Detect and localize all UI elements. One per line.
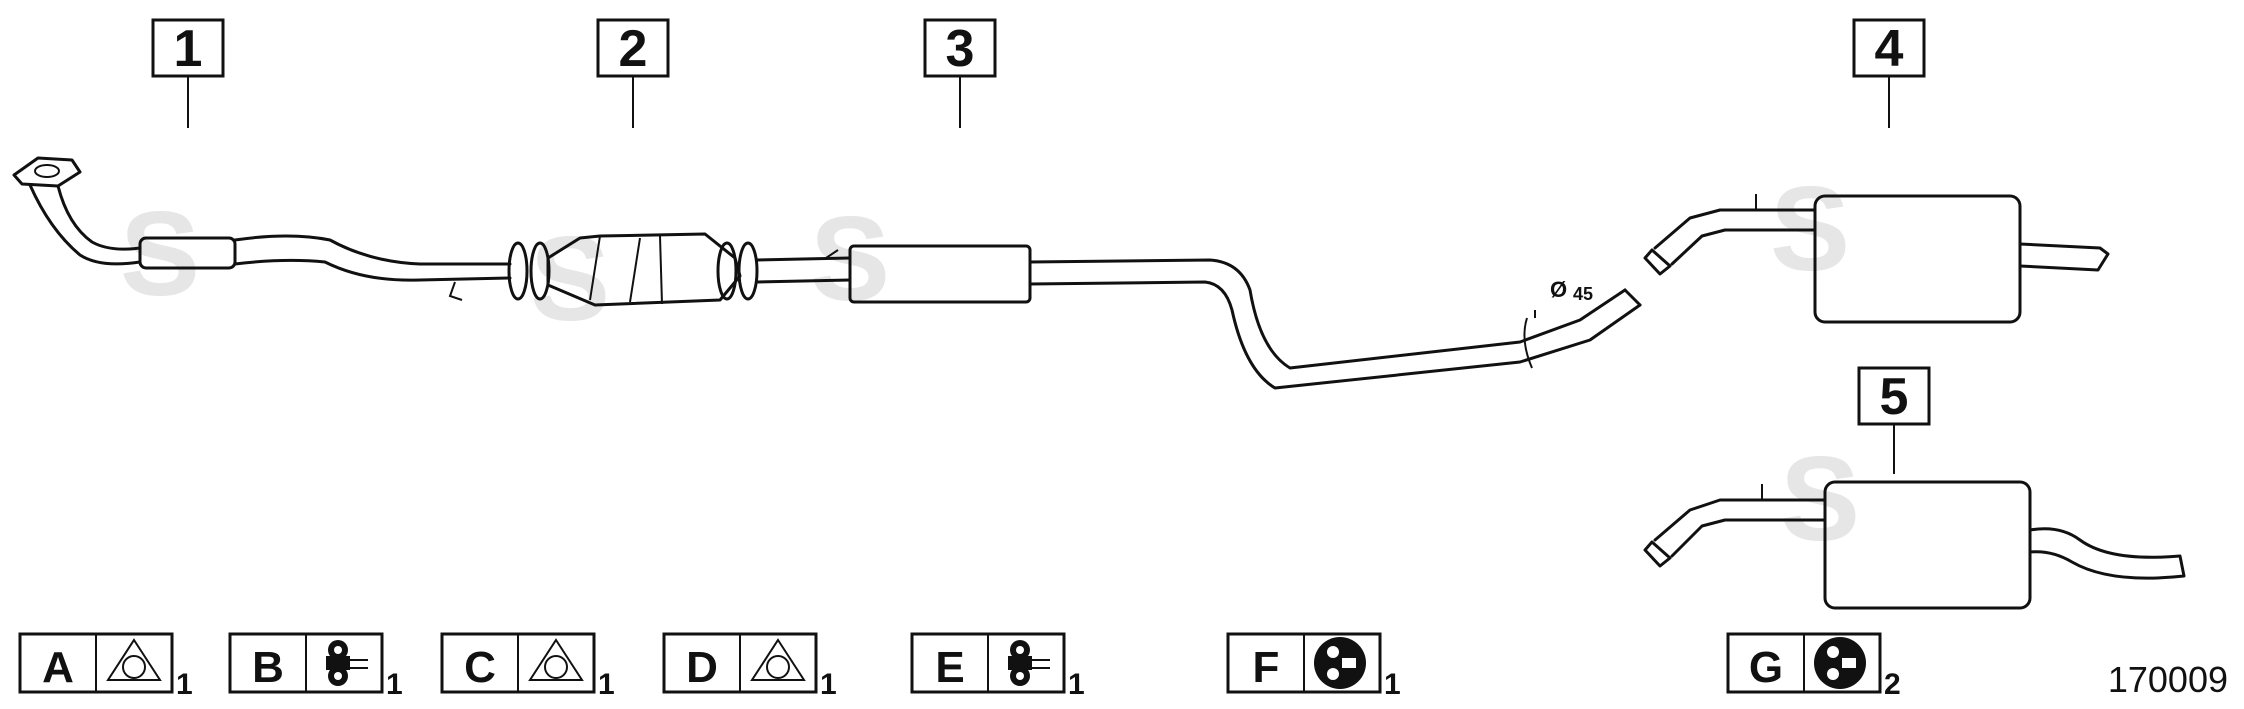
callout-box: [151, 18, 225, 78]
hanger-pin: [448, 281, 463, 301]
diameter-value: 45: [1573, 284, 1593, 304]
rubber-mount-icon: [1814, 637, 1866, 689]
flange-gasket-icon: [528, 638, 584, 681]
part-number: 4: [1875, 20, 1904, 78]
callout-box: [1852, 18, 1926, 78]
pipe-flange: [716, 241, 738, 301]
down-pipe: [56, 184, 142, 251]
tailpipe: [2018, 242, 2110, 272]
fitting-G: G 2: [1726, 632, 1901, 701]
pipe-end: [1643, 248, 1672, 276]
fitting-qty: 1: [1068, 668, 1085, 701]
fitting-letter: D: [686, 643, 718, 692]
rear-muffler-variant: [1643, 480, 2186, 610]
front-pipe: [12, 156, 529, 301]
pipe-section: [233, 234, 512, 266]
center-pipe: Ø 45: [737, 241, 1642, 390]
fitting-qty: 2: [1884, 668, 1901, 701]
callout-1: 1: [151, 18, 225, 128]
pipe-end: [1643, 540, 1672, 568]
part-number: 1: [174, 20, 203, 78]
diagram-number: 170009: [2108, 659, 2228, 700]
catalytic-converter: [529, 232, 742, 307]
rubber-hanger-icon: [1008, 640, 1050, 686]
fitting-letter: G: [1749, 643, 1783, 692]
inlet-pipe: [1670, 228, 1817, 266]
watermark: S: [530, 212, 610, 346]
pipe-flange: [737, 241, 759, 301]
fitting-qty: 1: [176, 668, 193, 701]
callout-4: 4: [1852, 18, 1926, 128]
flange-gasket-icon: [106, 638, 162, 681]
fitting-letter: B: [252, 643, 284, 692]
pipe-flange: [507, 241, 529, 301]
inlet-pipe: [1670, 518, 1827, 558]
muffler-body: [1823, 480, 2032, 610]
pipe-section: [233, 258, 512, 282]
watermark: S: [120, 187, 200, 321]
fitting-F: F 1: [1226, 632, 1401, 701]
part-number: 5: [1880, 368, 1909, 426]
converter-seam: [659, 235, 663, 305]
resonator: [848, 244, 1032, 304]
pipe-clamp: [1523, 317, 1533, 369]
pipe-section: [1028, 258, 1627, 370]
callout-2: 2: [596, 18, 670, 128]
part-number: 2: [619, 20, 648, 78]
rubber-mount-icon: [1314, 637, 1366, 689]
inlet-pipe: [1653, 208, 1817, 250]
fitting-B: B 1: [228, 632, 403, 701]
fitting-E: E 1: [910, 632, 1085, 701]
manifold-flange: [12, 156, 82, 188]
pipe-section: [1028, 280, 1642, 390]
flex-joint: [138, 236, 237, 270]
converter-seam: [589, 235, 601, 301]
muffler-body: [1813, 194, 2022, 324]
hanger-pin: [825, 249, 839, 259]
callout-box: [923, 18, 997, 78]
tailpipe: [2028, 527, 2186, 580]
rubber-hanger-icon: [326, 640, 368, 686]
pipe-end: [1623, 288, 1642, 307]
converter-body: [546, 232, 742, 307]
callout-box: [596, 18, 670, 78]
pipe-section: [755, 278, 852, 284]
fitting-letter: E: [935, 643, 964, 692]
fitting-letter: C: [464, 643, 496, 692]
fitting-C: C 1: [440, 632, 615, 701]
part-number: 3: [946, 20, 975, 78]
pipe-section: [755, 256, 852, 262]
down-pipe: [28, 183, 142, 266]
inlet-pipe: [1653, 498, 1827, 542]
fitting-qty: 1: [820, 668, 837, 701]
fitting-qty: 1: [386, 668, 403, 701]
fitting-letter: A: [42, 643, 74, 692]
diameter-symbol: Ø: [1550, 277, 1567, 302]
fitting-qty: 1: [598, 668, 615, 701]
rear-muffler: [1643, 194, 2110, 324]
callout-box: [1857, 366, 1931, 426]
callout-5: 5: [1857, 366, 1931, 474]
callout-3: 3: [923, 18, 997, 128]
fitting-D: D 1: [662, 632, 837, 701]
flange-gasket-icon: [750, 638, 806, 681]
fitting-A: A 1: [18, 632, 193, 701]
flange-hole: [34, 164, 60, 178]
converter-seam: [629, 237, 641, 303]
fitting-letter: F: [1253, 643, 1280, 692]
fitting-qty: 1: [1384, 668, 1401, 701]
